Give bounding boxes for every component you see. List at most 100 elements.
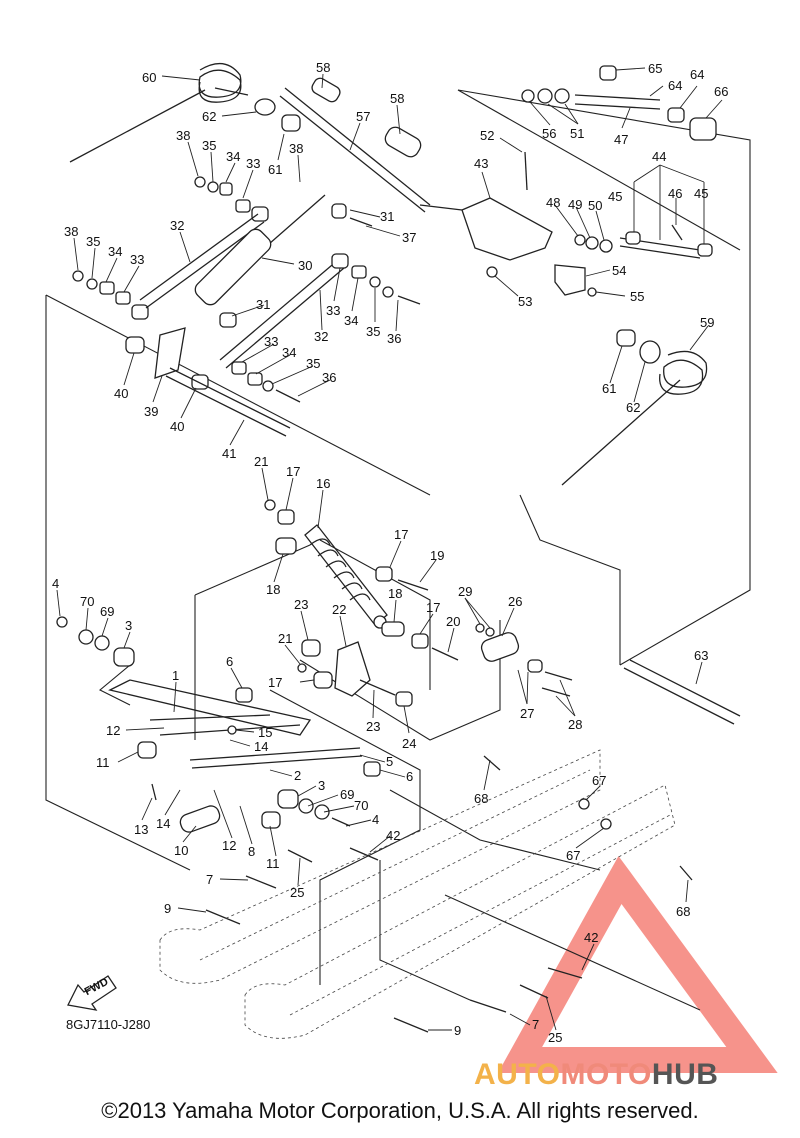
plate-54-icon (554, 264, 586, 296)
callout: 60 (142, 70, 156, 85)
callout: 32 (314, 329, 328, 344)
watermark-part-3: HUB (651, 1058, 719, 1091)
callout: 34 (226, 149, 240, 164)
nut-stack-upper-left (194, 176, 269, 222)
nut-29b-icon (485, 627, 495, 637)
callout: 38 (64, 224, 78, 239)
shaft-63-icon (623, 659, 741, 725)
callout: 67 (566, 848, 580, 863)
callout: 3 (318, 778, 325, 793)
callout: 8 (248, 844, 255, 859)
callout: 11 (96, 755, 110, 770)
nut-29a-icon (475, 623, 485, 633)
callout: 54 (612, 263, 626, 278)
callout: 35 (366, 324, 380, 339)
pivot-shaft-47-icon (574, 94, 661, 110)
washer-67b-icon (600, 818, 612, 830)
callout: 6 (406, 769, 413, 784)
bushing-40a-icon (125, 336, 145, 354)
callout: 1 (172, 668, 179, 683)
washer-49-icon (585, 236, 599, 250)
bushing-31b-icon (331, 203, 347, 219)
callout: 21 (278, 631, 292, 646)
bushing-6b-icon (363, 761, 381, 777)
callout: 68 (474, 791, 488, 806)
callout: 18 (266, 582, 280, 597)
axle-44-icon (619, 231, 713, 259)
callout: 4 (52, 576, 59, 591)
collar-64-icon (667, 107, 685, 123)
bolt-13-icon (151, 783, 157, 801)
callout: 56 (542, 126, 556, 141)
shaft-23b-icon (359, 679, 396, 696)
callout: 62 (626, 400, 640, 415)
callout: 61 (268, 162, 282, 177)
callout: 33 (130, 252, 144, 267)
slide-rail-right-icon (244, 784, 676, 1039)
callout: 18 (388, 586, 402, 601)
callout: 50 (588, 198, 602, 213)
callout: 45 (694, 186, 708, 201)
collar-17c-icon (411, 633, 429, 649)
callout: 17 (394, 527, 408, 542)
washer-69a-icon (94, 635, 110, 651)
callout: 33 (246, 156, 260, 171)
link-arm-32-lower-icon (219, 259, 345, 369)
callout: 4 (372, 812, 379, 827)
bearing-51a-icon (537, 88, 553, 104)
collar-17b-icon (375, 566, 393, 582)
callout: 10 (174, 843, 188, 858)
callout: 23 (366, 719, 380, 734)
shaft-57-icon (279, 87, 431, 213)
bolt-25a-icon (287, 849, 313, 863)
callout: 16 (316, 476, 330, 491)
callout: 22 (332, 602, 346, 617)
callout: 34 (344, 313, 358, 328)
callout: 61 (602, 381, 616, 396)
washer-62b-icon (639, 340, 661, 364)
callout: 37 (402, 230, 416, 245)
callout: 14 (156, 816, 170, 831)
callout: 66 (714, 84, 728, 99)
callout: 36 (387, 331, 401, 346)
collar-27-icon (527, 659, 543, 673)
callout: 46 (668, 186, 682, 201)
bracket-22-icon (334, 641, 371, 697)
callout: 25 (290, 885, 304, 900)
callout: 33 (264, 334, 278, 349)
callout: 69 (100, 604, 114, 619)
callout: 40 (114, 386, 128, 401)
callout: 65 (648, 61, 662, 76)
callout: 31 (380, 209, 394, 224)
callout: 7 (206, 872, 213, 887)
collar-18a-icon (275, 537, 297, 555)
bolt-19-icon (397, 579, 429, 591)
collar-23a-icon (301, 639, 321, 657)
nut-21a-icon (264, 499, 276, 511)
bushing-3a-icon (113, 647, 135, 667)
callout: 49 (568, 197, 582, 212)
callout: 3 (125, 618, 132, 633)
callout: 24 (402, 736, 416, 751)
callout: 47 (614, 132, 628, 147)
callout: 62 (202, 109, 216, 124)
torsion-spring-right-icon (561, 350, 708, 486)
callout: 17 (286, 464, 300, 479)
callout: 33 (326, 303, 340, 318)
clip-55-icon (587, 287, 597, 297)
shock-absorber-30-icon (194, 194, 326, 306)
callout: 42 (386, 828, 400, 843)
callout: 55 (630, 289, 644, 304)
collar-24-icon (395, 691, 413, 707)
bolt-42b-icon (547, 967, 583, 979)
callout: 17 (426, 600, 440, 615)
callout: 53 (518, 294, 532, 309)
callout: 14 (254, 739, 268, 754)
callout: 42 (584, 930, 598, 945)
bushing-11b-icon (261, 811, 281, 829)
callout: 44 (652, 149, 666, 164)
bolt-7b-icon (469, 999, 507, 1013)
nut-15-icon (227, 725, 237, 735)
washer-50-icon (599, 239, 613, 253)
